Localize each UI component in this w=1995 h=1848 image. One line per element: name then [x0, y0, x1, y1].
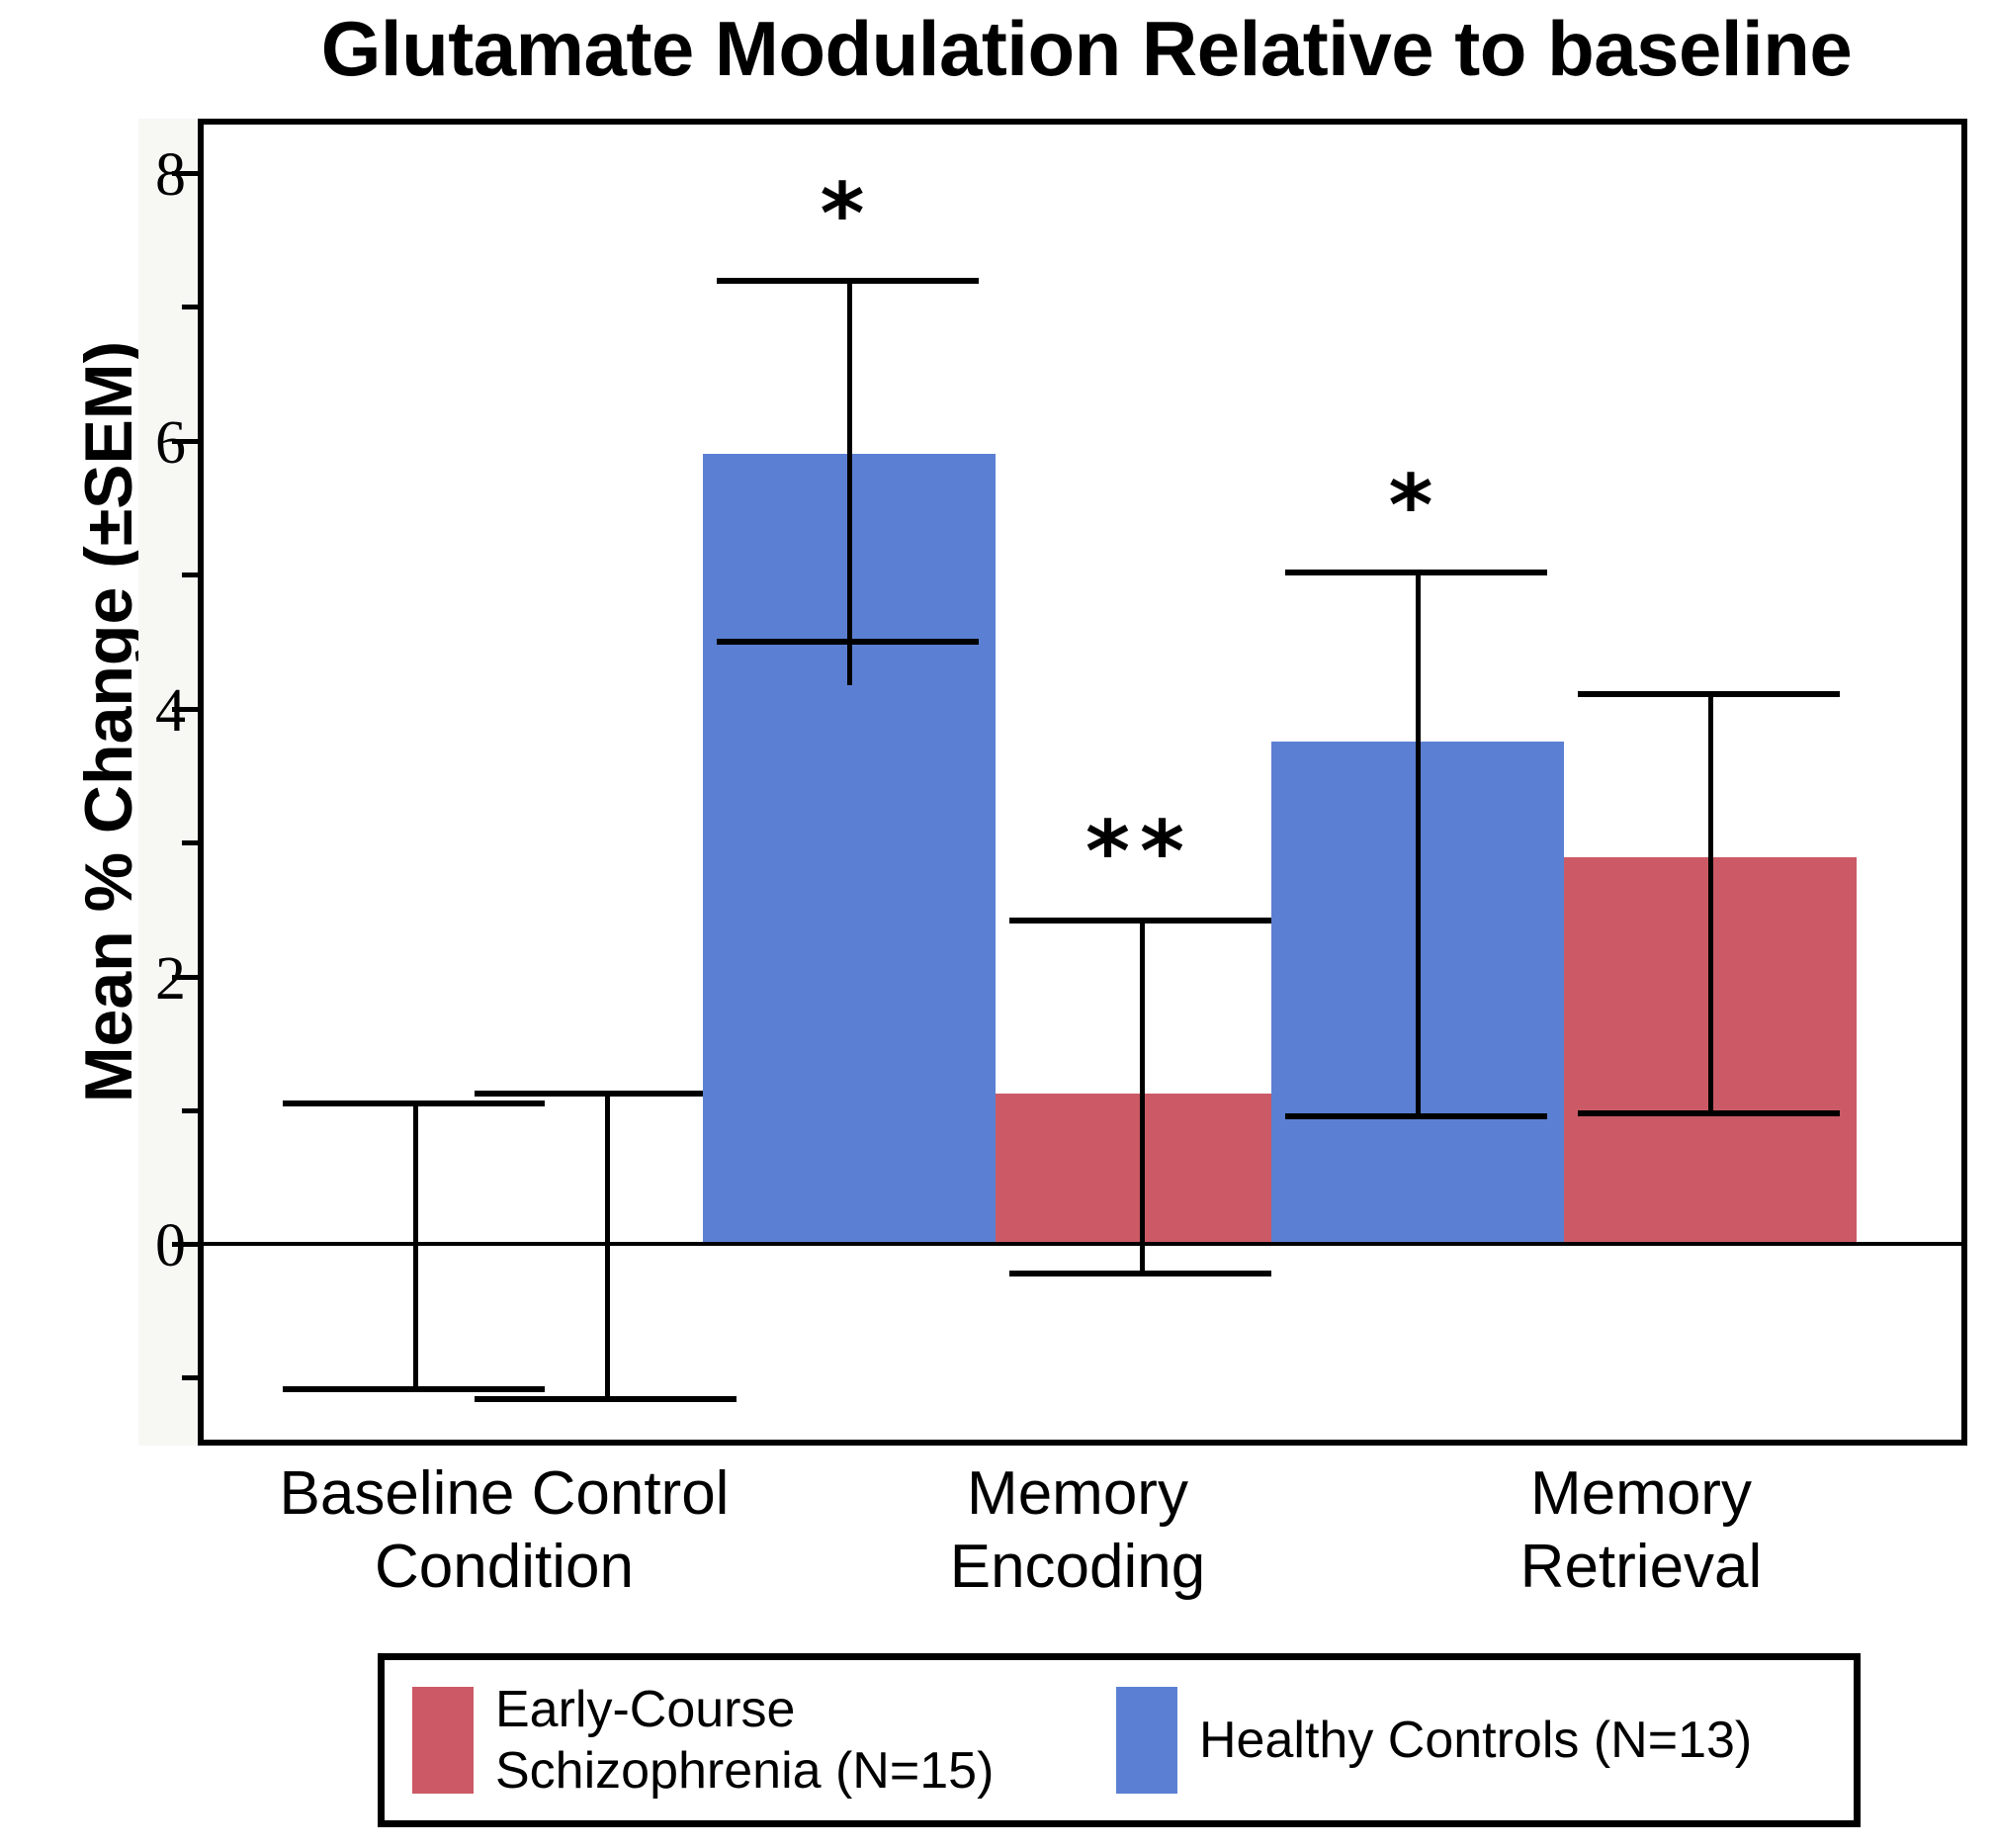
- y-tick-0: [172, 1242, 198, 1247]
- y-tick-label-2: 2: [155, 945, 186, 1012]
- errorbar-cap-upper-baseline-ecs: [475, 1091, 737, 1097]
- legend-label-early-course-schizophrenia: Early-Course Schizophrenia (N=15): [495, 1681, 995, 1800]
- errorbar-cap-upper-retrieval-hc: [1285, 570, 1547, 575]
- errorbar-stem-retrieval-hc: [1416, 570, 1421, 1119]
- errorbar-cap-lower-retrieval-hc: [1285, 1113, 1547, 1119]
- errorbar-cap-upper-retrieval-ecs: [1578, 691, 1840, 697]
- y-tick-8: [172, 171, 198, 176]
- significance-marker-encoding-hc: *: [820, 165, 875, 264]
- errorbar-cap-lower-retrieval-ecs: [1578, 1110, 1840, 1116]
- legend-item-early-course-schizophrenia: Early-Course Schizophrenia (N=15): [412, 1660, 1104, 1820]
- x-axis-label-memory-retrieval: Memory Retrieval: [1519, 1459, 1763, 1601]
- errorbar-cap-lower-baseline-hc: [283, 1386, 545, 1392]
- y-tick-label-8: 8: [155, 141, 186, 209]
- y-tick-label-4: 4: [155, 677, 186, 745]
- y-tick-label-0: 0: [155, 1212, 186, 1279]
- errorbar-stem-retrieval-ecs: [1708, 691, 1713, 1116]
- errorbar-cap-lower-encoding-ecs: [1009, 1271, 1271, 1276]
- zero-reference-line: [204, 1242, 1961, 1246]
- errorbar-stem-encoding-ecs: [1140, 918, 1145, 1274]
- y-tick-4: [172, 707, 198, 712]
- errorbar-cap-upper-baseline-hc: [283, 1100, 545, 1106]
- y-tick-minor-7: [182, 305, 198, 309]
- significance-marker-encoding-ecs: **: [1085, 803, 1194, 902]
- significance-marker-retrieval-hc: *: [1388, 457, 1443, 556]
- y-axis-tick-band: [138, 119, 200, 1446]
- y-tick-2: [172, 975, 198, 980]
- errorbar-cap-upper-encoding-ecs: [1009, 918, 1271, 924]
- errorbar-cap-lower-encoding-hc: [717, 639, 979, 645]
- legend: Early-Course Schizophrenia (N=15) Health…: [378, 1653, 1861, 1827]
- legend-swatch-blue-icon: [1116, 1687, 1177, 1794]
- plot-frame: [198, 119, 1967, 1446]
- legend-item-healthy-controls: Healthy Controls (N=13): [1116, 1660, 1838, 1820]
- y-tick-minor-1: [182, 1108, 198, 1113]
- y-tick-label-6: 6: [155, 409, 186, 477]
- legend-label-healthy-controls: Healthy Controls (N=13): [1199, 1712, 1753, 1769]
- y-tick-6: [172, 439, 198, 444]
- x-axis-label-baseline-control-condition: Baseline Control Condition: [279, 1459, 730, 1601]
- y-tick-minor-neg1: [182, 1375, 198, 1380]
- errorbar-cap-upper-encoding-hc: [717, 278, 979, 284]
- errorbar-cap-lower-baseline-ecs: [475, 1396, 737, 1402]
- errorbar-stem-baseline-ecs: [605, 1091, 610, 1399]
- x-axis-label-memory-encoding: Memory Encoding: [949, 1459, 1206, 1601]
- errorbar-stem-baseline-hc: [413, 1100, 418, 1389]
- y-tick-minor-5: [182, 572, 198, 577]
- errorbar-stem-encoding-hc: [847, 278, 852, 685]
- y-tick-minor-3: [182, 840, 198, 845]
- plot-area: * ** *: [204, 125, 1961, 1440]
- chart-title: Glutamate Modulation Relative to baselin…: [320, 5, 1853, 92]
- legend-swatch-red-icon: [412, 1687, 474, 1794]
